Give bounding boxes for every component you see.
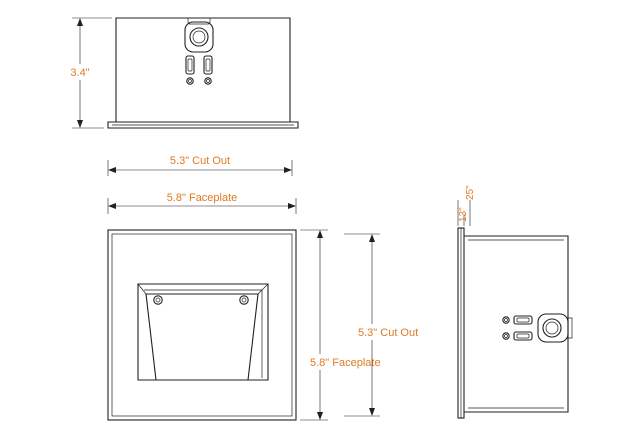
side-view-slot-bottom bbox=[513, 331, 533, 341]
front-view-faceplate bbox=[107, 229, 297, 421]
side-thickness-label-b: 25" bbox=[465, 185, 476, 200]
side-thickness-dimension: 13" 25" bbox=[457, 185, 476, 226]
top-view-notch bbox=[187, 18, 211, 25]
cutout-height-dimension: 5.3" Cut Out bbox=[344, 233, 422, 417]
top-view-slot-right bbox=[203, 55, 213, 75]
top-view-hole-right bbox=[204, 77, 212, 85]
top-view-knockout bbox=[184, 21, 214, 53]
height-dimension: 3.4" bbox=[66, 17, 112, 129]
faceplate-width-dimension: 5.8" Faceplate bbox=[107, 192, 297, 214]
side-thickness-label-a: 13" bbox=[458, 207, 469, 222]
cutout-height-label: 5.3" Cut Out bbox=[358, 327, 418, 339]
front-view-louver-outline bbox=[137, 283, 269, 381]
side-view-hole-top bbox=[502, 316, 510, 324]
side-view-slot-top bbox=[513, 315, 533, 325]
faceplate-height-dimension: 5.8" Faceplate bbox=[300, 229, 382, 421]
faceplate-width-label: 5.8" Faceplate bbox=[167, 192, 238, 204]
top-view-housing bbox=[115, 17, 291, 123]
side-view bbox=[457, 227, 573, 419]
top-view-slot-left bbox=[185, 55, 195, 75]
top-view-hole-left bbox=[186, 77, 194, 85]
top-view-flange bbox=[107, 121, 299, 129]
side-view-knockout bbox=[537, 313, 573, 343]
top-view: 3.4" bbox=[66, 17, 299, 129]
height-label: 3.4" bbox=[70, 67, 89, 79]
side-view-hole-bottom bbox=[502, 332, 510, 340]
front-view-screw-left bbox=[153, 295, 163, 305]
faceplate-height-label: 5.8" Faceplate bbox=[310, 357, 381, 369]
front-view bbox=[107, 229, 297, 421]
front-view-screw-right bbox=[239, 295, 249, 305]
cutout-width-dimension: 5.3" Cut Out bbox=[107, 155, 293, 176]
cutout-width-label: 5.3" Cut Out bbox=[170, 155, 230, 167]
front-view-louver bbox=[145, 293, 259, 381]
